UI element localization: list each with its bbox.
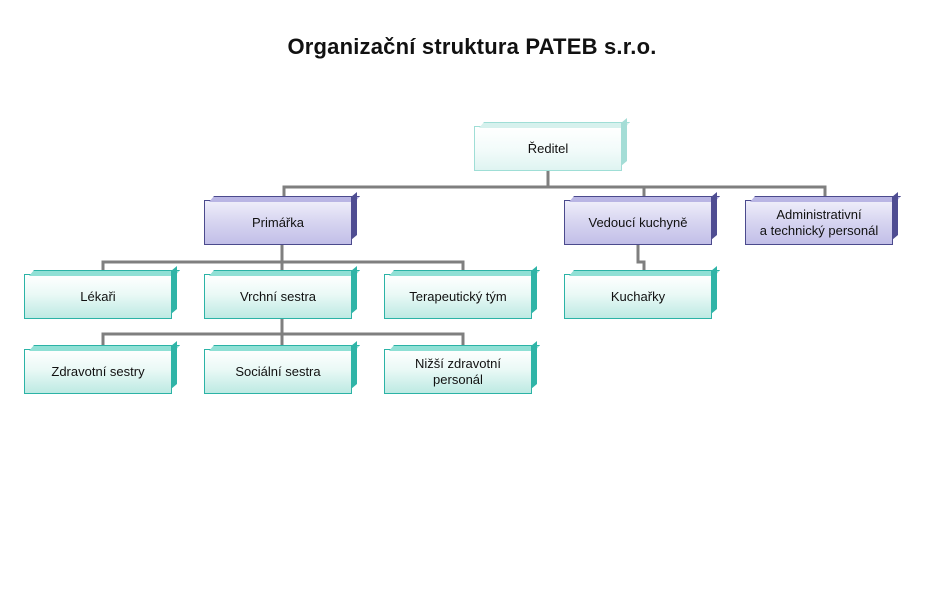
- node-kucharky: Kuchařky: [564, 274, 712, 319]
- node-socialni-sestra: Sociální sestra: [204, 349, 352, 394]
- node-label: Administrativní a technický personál: [759, 206, 879, 238]
- node-label: Primářka: [251, 214, 304, 230]
- node-reditel: Ředitel: [474, 126, 622, 171]
- node-vedouci-kuchyne: Vedoucí kuchyně: [564, 200, 712, 245]
- node-terapeuticky-tym: Terapeutický tým: [384, 274, 532, 319]
- node-label: Sociální sestra: [235, 363, 321, 379]
- node-nizsi-zdravotni-personal: Nižší zdravotní personál: [384, 349, 532, 394]
- node-label: Terapeutický tým: [409, 288, 507, 304]
- node-label: Vedoucí kuchyně: [588, 214, 688, 230]
- node-vrchni-sestra: Vrchní sestra: [204, 274, 352, 319]
- node-label: Nižší zdravotní personál: [415, 355, 501, 387]
- chart-title: Organizační struktura PATEB s.r.o.: [287, 34, 657, 59]
- node-label: Kuchařky: [610, 288, 666, 304]
- node-administrativni-personal: Administrativní a technický personál: [745, 200, 893, 245]
- node-primarka: Primářka: [204, 200, 352, 245]
- node-zdravotni-sestry: Zdravotní sestry: [24, 349, 172, 394]
- node-label: Vrchní sestra: [239, 288, 317, 304]
- node-lekari: Lékaři: [24, 274, 172, 319]
- node-label: Lékaři: [80, 288, 116, 304]
- node-label: Ředitel: [527, 140, 569, 156]
- node-label: Zdravotní sestry: [51, 363, 145, 379]
